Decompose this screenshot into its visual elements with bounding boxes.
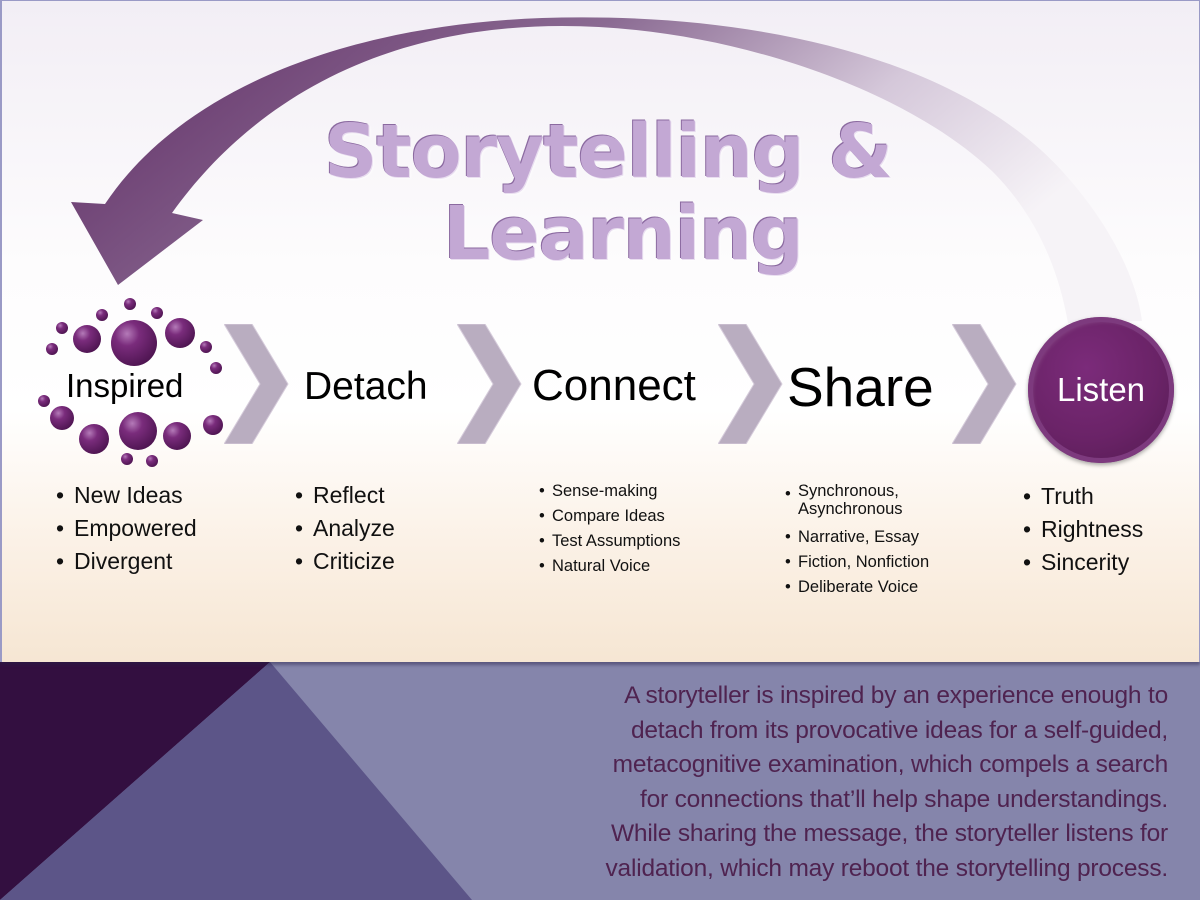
list-item-text: Synchronous, (798, 482, 899, 500)
description-text: A storyteller is inspired by an experien… (468, 679, 1168, 886)
chevron-right-icon (718, 324, 783, 444)
mid-triangle (0, 662, 472, 900)
list-item: Deliberate Voice (785, 575, 929, 600)
chevron-right-icon (457, 324, 522, 444)
chevron-right-icon (952, 324, 1017, 444)
list-item: Fiction, Nonfiction (785, 550, 929, 575)
list-item: Divergent (56, 545, 197, 578)
chevron-right-icon (224, 324, 289, 444)
list-item: Criticize (295, 545, 395, 578)
stage-label-detach: Detach (304, 365, 428, 408)
list-item: Truth (1023, 480, 1143, 513)
listen-bullets: Truth Rightness Sincerity (1023, 480, 1143, 579)
detach-bullets: Reflect Analyze Criticize (295, 479, 395, 578)
list-item: New Ideas (56, 479, 197, 512)
list-item: Narrative, Essay (785, 525, 929, 550)
title-line-2: Learning (443, 191, 803, 277)
description-line: validation, which may reboot the storyte… (605, 854, 1168, 882)
title-line-1: Storytelling & (324, 109, 893, 195)
list-item: Natural Voice (539, 554, 680, 579)
description-line: A storyteller is inspired by an experien… (624, 682, 1168, 709)
list-item: Rightness (1023, 513, 1143, 546)
list-item: Analyze (295, 512, 395, 545)
connect-bullets: Sense-making Compare Ideas Test Assumpti… (539, 479, 680, 579)
description-line: While sharing the message, the storytell… (610, 820, 1168, 847)
stage-label-connect: Connect (532, 361, 696, 410)
description-line: detach from its provocative ideas for a … (630, 716, 1168, 744)
curved-return-arrow-icon (71, 17, 1142, 323)
list-item: Reflect (295, 479, 395, 512)
stage-label-inspired: Inspired (66, 367, 184, 404)
description-line: for connections that’ll help shape under… (640, 785, 1168, 813)
diagram-panel: Storytelling & Learning (0, 0, 1200, 662)
list-item: Sincerity (1023, 546, 1143, 579)
list-item: Synchronous, Asynchronous (785, 482, 929, 518)
stage-label-listen: Listen (1056, 371, 1146, 408)
list-item-text: Asynchronous (798, 500, 903, 518)
bubble-cluster-icon (38, 298, 223, 467)
stage-label-share: Share (787, 356, 934, 418)
list-item: Compare Ideas (539, 504, 680, 529)
share-bullets: Synchronous, Asynchronous Narrative, Ess… (785, 482, 929, 600)
circle-badge-icon: Listen (1028, 317, 1174, 463)
list-item: Test Assumptions (539, 529, 680, 554)
inspired-bullets: New Ideas Empowered Divergent (56, 479, 197, 578)
list-item: Sense-making (539, 479, 680, 504)
list-item: Empowered (56, 512, 197, 545)
description-line: metacognitive examination, which compels… (612, 751, 1169, 778)
